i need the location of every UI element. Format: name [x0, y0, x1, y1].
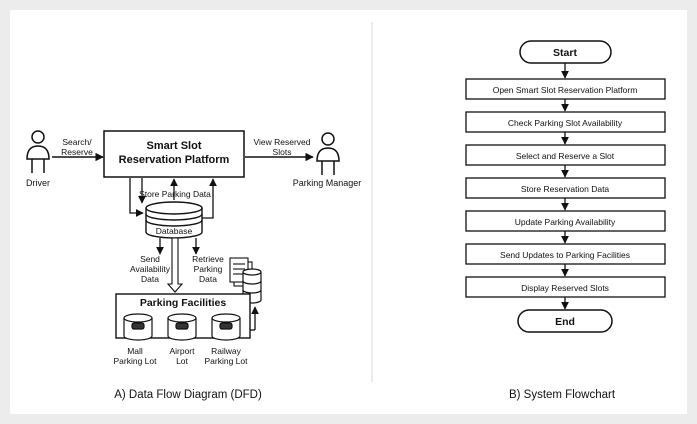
flowchart-step-4: Store Reservation Data — [465, 177, 666, 199]
store-flow-label: Store Parking Data — [139, 189, 211, 199]
platform-title-line-2: Reservation Platform — [119, 154, 230, 166]
airport-lot-label-line-2: Lot — [176, 356, 188, 366]
manager-label: Parking Manager — [293, 178, 362, 188]
retrieve-label-line-3: Data — [199, 274, 217, 284]
parking-facilities-title: Parking Facilities — [140, 297, 227, 309]
platform-process-box — [103, 130, 245, 178]
retrieve-label-line-1: Retrieve — [192, 254, 224, 264]
railway-lot-label-line-1: Railway — [211, 346, 242, 356]
railway-lot-label-line-2: Parking Lot — [205, 356, 249, 366]
flowchart-step-2: Check Parking Slot Availability — [465, 111, 666, 133]
flowchart-end-label: End — [555, 316, 575, 328]
flowchart-step-label: Send Updates to Parking Facilities — [500, 250, 630, 260]
airport-lot-cylinder-icon — [167, 313, 197, 341]
mall-lot-cylinder-icon — [123, 313, 153, 341]
driver-action-line-1: Search/ — [62, 137, 92, 147]
flowchart-start-label: Start — [553, 47, 577, 59]
platform-title-line-1: Smart Slot — [146, 140, 201, 152]
flowchart-step-3: Select and Reserve a Slot — [465, 144, 666, 166]
driver-label: Driver — [26, 178, 50, 188]
mall-lot-label-line-2: Parking Lot — [114, 356, 158, 366]
flowchart-step-label: Open Smart Slot Reservation Platform — [493, 85, 638, 95]
flowchart-step-label: Store Reservation Data — [521, 184, 610, 194]
send-label-line-2: Availability — [130, 264, 171, 274]
dfd-caption: A) Data Flow Diagram (DFD) — [114, 389, 262, 401]
send-label-line-1: Send — [140, 254, 160, 264]
manager-action-line-2: Slots — [273, 147, 292, 157]
manager-person-icon — [316, 132, 340, 175]
manager-action-line-1: View Reserved — [253, 137, 310, 147]
flowchart-step-label: Update Parking Availability — [515, 217, 616, 227]
data-flow-hollow-arrow — [166, 237, 184, 293]
driver-person-icon — [26, 130, 50, 173]
send-label-line-3: Data — [141, 274, 159, 284]
flowchart-step-7: Display Reserved Slots — [465, 276, 666, 298]
flowchart-step-1: Open Smart Slot Reservation Platform — [465, 78, 666, 100]
mall-lot-label-line-1: Mall — [127, 346, 143, 356]
retrieve-label-line-2: Parking — [194, 264, 223, 274]
flowchart-step-label: Check Parking Slot Availability — [508, 118, 623, 128]
flowchart-end-terminal — [517, 309, 613, 333]
airport-lot-label-line-1: Airport — [169, 346, 195, 356]
flowchart-step-6: Send Updates to Parking Facilities — [465, 243, 666, 265]
driver-action-line-2: Reserve — [61, 147, 93, 157]
database-label: Database — [156, 226, 193, 236]
database-return-arrow — [201, 178, 217, 219]
database-cylinder-icon — [145, 201, 203, 239]
flowchart-caption: B) System Flowchart — [509, 389, 616, 401]
flowchart-step-5: Update Parking Availability — [465, 210, 666, 232]
flowchart-step-label: Display Reserved Slots — [521, 283, 609, 293]
flowchart-step-label: Select and Reserve a Slot — [516, 151, 615, 161]
railway-lot-cylinder-icon — [211, 313, 241, 341]
platform-to-database-arrow — [129, 178, 144, 217]
